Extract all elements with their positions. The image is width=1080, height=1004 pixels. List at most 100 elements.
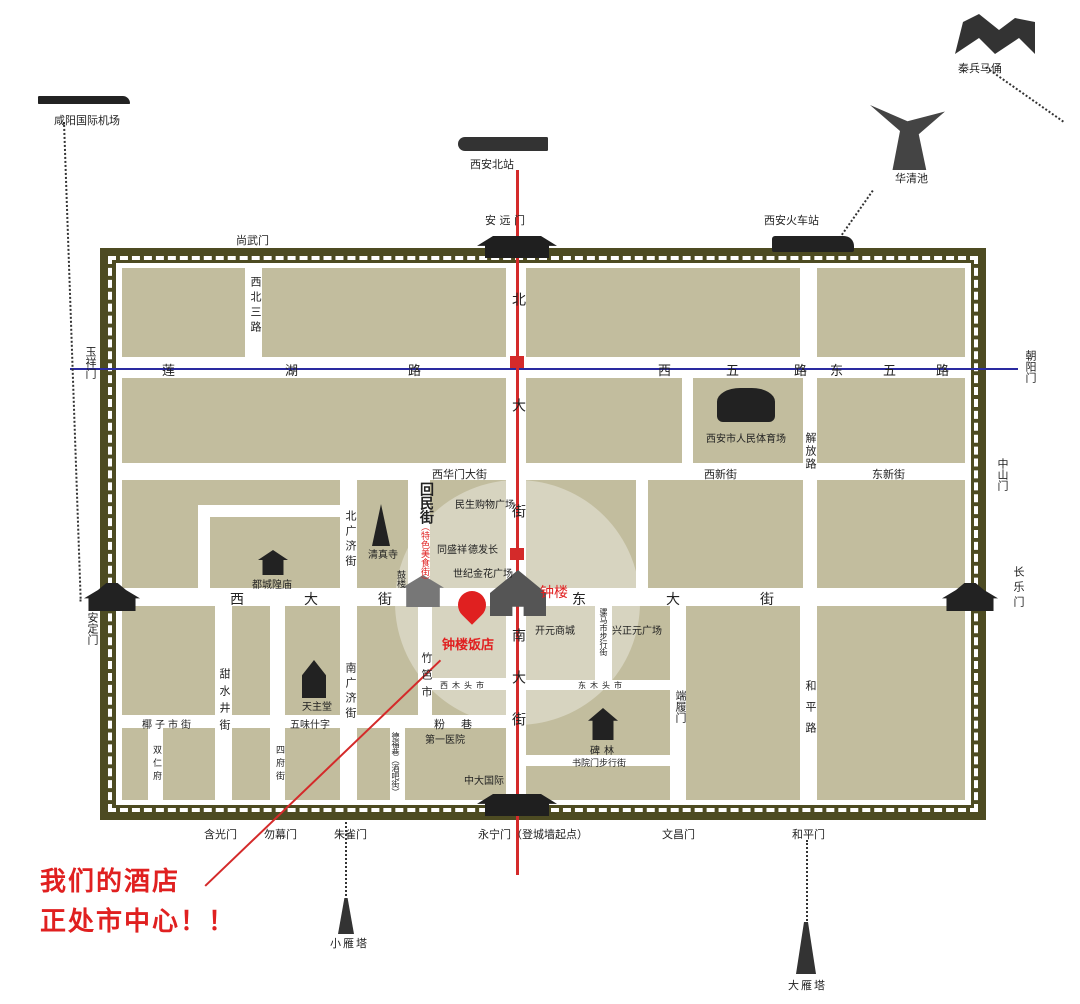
- street-fenxiang: 粉巷: [434, 718, 488, 731]
- city-block: [232, 728, 270, 800]
- anding-gate-label: 安定门: [86, 612, 99, 645]
- street-sifu: 四府街: [274, 745, 284, 784]
- anyuan-gate-icon: [477, 236, 557, 258]
- street-heping: 和平路: [804, 680, 817, 743]
- city-block: [122, 378, 506, 463]
- street-zhuji: 竹笆市: [420, 652, 433, 703]
- street-lianhu: 莲湖路: [162, 364, 532, 379]
- chaoyang-gate-label: 朝阳门: [1024, 350, 1037, 383]
- city-block: [612, 606, 670, 680]
- tongshengxiang-label: 同盛祥: [437, 545, 467, 556]
- wenchang-gate-label: 文昌门: [662, 828, 695, 841]
- huaqing-statue-icon: [870, 105, 945, 170]
- railway-station-label: 西安火车站: [764, 214, 819, 227]
- street-xixin: 西新街: [704, 468, 737, 481]
- street-ximutou: 西木头市: [440, 681, 488, 690]
- street-xihuamen: 西华门大街: [432, 468, 487, 481]
- city-block: [163, 728, 215, 800]
- church-label: 天主堂: [302, 702, 332, 713]
- street-jiefang: 解放路: [804, 432, 817, 471]
- huaqing-label: 华清池: [895, 172, 928, 185]
- big-goose-route: [806, 840, 808, 925]
- city-block: [232, 606, 270, 715]
- defachang-label: 德发长: [468, 545, 498, 556]
- callout-line-2: 正处市中心！！: [40, 907, 237, 937]
- city-block: [817, 480, 965, 588]
- big-goose-label: 大雁塔: [788, 979, 827, 992]
- street-beida: 北大街: [510, 292, 526, 610]
- high-speed-train-icon: [458, 137, 548, 151]
- street-dongda: 东大街: [572, 592, 854, 608]
- city-block: [817, 378, 965, 463]
- city-block: [122, 606, 215, 715]
- airplane-icon: [38, 96, 130, 104]
- street-dongwu: 东五路: [830, 364, 990, 379]
- xingzhengyuan-label: 兴正元广场: [612, 626, 662, 637]
- city-block: [122, 480, 340, 505]
- shangwu-gate-label: 尚武门: [236, 234, 269, 247]
- beilin-label: 碑林: [590, 746, 618, 757]
- street-luomashi: 骡马市步行街: [599, 608, 608, 656]
- metro-line-2: [70, 368, 1018, 370]
- zhuque-gate-label: 朱雀门: [334, 828, 367, 841]
- anyuan-gate-label: 安 远 门: [485, 214, 525, 227]
- metro-station-icon: [510, 356, 524, 368]
- hotel-callout: 我们的酒店 正处市中心！！: [40, 862, 236, 942]
- street-nanguangji: 南广济街: [344, 662, 357, 722]
- yongning-gate-label: 永宁门（登城墙起点）: [478, 828, 588, 841]
- city-block: [526, 606, 595, 680]
- city-block: [357, 606, 418, 715]
- yongning-gate-icon: [477, 794, 557, 816]
- small-goose-route: [345, 822, 347, 900]
- street-xida: 西大街: [230, 592, 452, 608]
- callout-line-1: 我们的酒店: [40, 867, 181, 897]
- huaqing-route: [838, 190, 874, 239]
- qumu-gate-label: 勿幕门: [264, 828, 297, 841]
- duchenghuang-label: 都城隍庙: [252, 580, 292, 591]
- stadium-icon: [717, 388, 775, 422]
- kaiyuan-label: 开元商城: [535, 626, 575, 637]
- small-goose-label: 小雁塔: [330, 937, 369, 950]
- zhongda-label: 中大国际: [464, 776, 504, 787]
- city-block: [526, 480, 636, 588]
- city-block: [526, 766, 670, 800]
- street-xiwu: 西五路: [658, 364, 863, 379]
- city-block: [432, 690, 506, 715]
- city-interior: [116, 263, 971, 805]
- city-block: [648, 480, 803, 588]
- city-block: [122, 505, 198, 588]
- shiji-label: 世纪金花广场: [453, 569, 513, 580]
- mosque-label: 清真寺: [368, 550, 398, 561]
- airport-route: [63, 121, 82, 602]
- city-block: [357, 728, 390, 800]
- hotel-label: 钟楼饭店: [442, 638, 495, 653]
- street-duanlu: 端履门: [674, 690, 687, 723]
- street-xibeisan: 西北三路: [249, 276, 262, 336]
- city-block: [122, 728, 148, 800]
- metro-line-1: [516, 170, 519, 875]
- city-block: [262, 268, 506, 357]
- metro-station-icon: [510, 548, 524, 560]
- street-shuyuan: 书院门步行街: [572, 759, 627, 769]
- street-yezishi: 椰子市街: [142, 720, 194, 731]
- yuxiang-gate-label: 玉祥门: [84, 346, 97, 379]
- big-goose-pagoda-icon: [796, 922, 816, 974]
- bell-tower-label: 钟楼: [540, 585, 568, 601]
- city-block: [686, 606, 800, 800]
- small-goose-pagoda-icon: [338, 898, 354, 934]
- hospital-label: 第一医院: [425, 735, 465, 746]
- hanguang-gate-label: 含光门: [204, 828, 237, 841]
- street-nanda: 南大街: [510, 628, 526, 754]
- street-shuangren: 双仁府: [151, 745, 161, 784]
- city-block: [405, 728, 506, 800]
- zhongshan-gate-label: 中山门: [996, 458, 1009, 491]
- street-huimin: 回民街: [418, 482, 434, 524]
- city-block: [817, 268, 965, 357]
- north-station-label: 西安北站: [470, 158, 514, 171]
- terracotta-chariot-icon: [955, 14, 1035, 54]
- city-block: [526, 378, 682, 463]
- train-icon: [772, 236, 854, 252]
- terracotta-label: 秦兵马俑: [958, 62, 1002, 75]
- street-wuweishizi: 五味什字: [290, 720, 330, 731]
